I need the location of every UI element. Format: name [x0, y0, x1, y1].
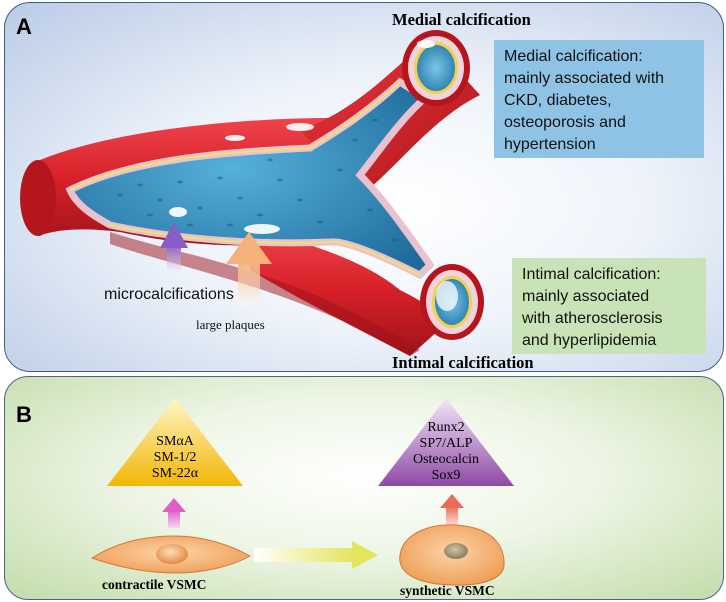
synthetic-marker: Sox9 — [431, 468, 461, 483]
artery-trunk-end — [20, 160, 56, 236]
synthetic-markers: Runx2 SP7/ALP Osteocalcin Sox9 — [396, 420, 496, 484]
contractile-nucleus — [156, 544, 188, 564]
microcalcifications-label: microcalcifications — [104, 286, 234, 303]
intimal-box-line: Intimal calcification: — [522, 266, 661, 283]
intimal-calcification-title: Intimal calcification — [392, 353, 534, 372]
synthetic-marker-triangle — [378, 398, 514, 486]
artery-lower-branch — [250, 228, 450, 356]
synthetic-marker: Osteocalcin — [412, 452, 480, 467]
contractile-marker-triangle — [107, 398, 243, 486]
contractile-up-arrow — [162, 498, 186, 528]
synthetic-marker: Runx2 — [427, 420, 465, 435]
synthetic-nucleus — [444, 543, 468, 559]
microcalcification-arrow — [160, 222, 188, 276]
contractile-vsmc-label: contractile VSMC — [102, 577, 207, 592]
medial-box-line: osteoporosis and — [504, 114, 626, 131]
contractile-markers: SMαA SM-1/2 SM-22α — [125, 434, 225, 482]
panel-b-letter: B — [16, 402, 32, 427]
medial-box-line: hypertension — [504, 136, 596, 153]
contractile-marker: SM-22α — [151, 466, 199, 481]
synthetic-up-arrow — [440, 494, 464, 526]
medial-box-line: Medial calcification: — [504, 48, 643, 65]
panel-a-letter: A — [16, 14, 32, 39]
intimal-info-box: Intimal calcification: mainly associated… — [512, 258, 706, 354]
upper-cross-section — [402, 30, 470, 106]
medial-box-line: mainly associated with — [504, 70, 665, 87]
medial-info-box: Medial calcification: mainly associated … — [494, 40, 704, 158]
transition-arrow — [254, 541, 378, 569]
intimal-box-line: and hyperlipidemia — [522, 332, 657, 349]
medial-calcification-title: Medial calcification — [392, 10, 531, 29]
synthetic-marker: SP7/ALP — [419, 436, 473, 451]
lower-cross-section — [420, 264, 484, 340]
contractile-marker: SM-1/2 — [153, 450, 197, 465]
medial-box-line: CKD, diabetes, — [504, 92, 612, 109]
intimal-box-line: with atherosclerosis — [522, 310, 663, 327]
synthetic-vsmc-label: synthetic VSMC — [400, 583, 495, 598]
large-plaques-arrow — [226, 232, 272, 306]
intimal-box-line: mainly associated — [522, 288, 650, 305]
large-plaques-label: large plaques — [196, 317, 265, 332]
contractile-marker: SMαA — [156, 434, 194, 449]
